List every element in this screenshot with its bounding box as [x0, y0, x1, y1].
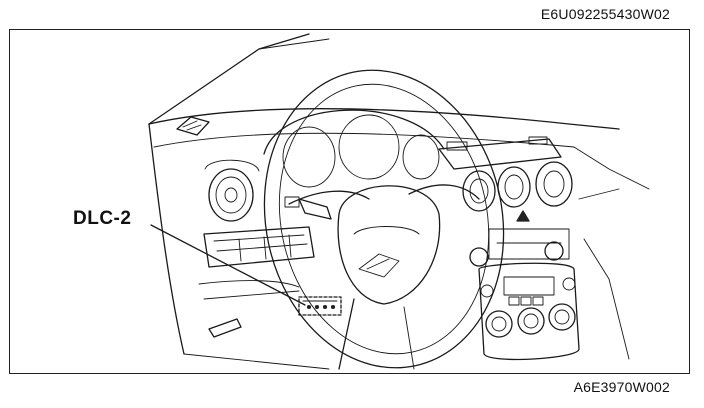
steering-hub: [337, 185, 441, 305]
right-dash-edge: [573, 146, 650, 190]
illustration-frame: [9, 29, 690, 374]
instrument-hood: [263, 109, 445, 155]
audio-knob-right: [544, 241, 564, 261]
center-vent-left: [462, 170, 496, 212]
hazard-switch: [516, 210, 530, 222]
dlc2-leader-line: [150, 224, 306, 306]
defrost-vent: [176, 116, 210, 136]
figure-code-bottom: A6E3970W002: [573, 379, 670, 395]
left-air-vent: [208, 168, 254, 222]
tachometer: [338, 114, 400, 180]
lower-dash-panel: [198, 280, 300, 288]
center-vent-middle: [497, 166, 531, 208]
climate-panel: [478, 262, 580, 361]
climate-display: [503, 276, 555, 296]
steering-column: [338, 298, 355, 370]
hood-release: [208, 318, 242, 338]
left-switch-panel: [203, 226, 315, 268]
steering-spoke-left: [288, 190, 370, 205]
combination-switch: [298, 198, 332, 220]
roof-line: [258, 38, 330, 50]
audio-knob-left: [469, 247, 489, 267]
left-panel-edge: [183, 353, 330, 370]
right-air-vent: [535, 161, 573, 207]
windshield-line: [148, 33, 310, 125]
dashboard-top-edge: [148, 108, 620, 130]
audio-unit: [488, 228, 570, 260]
climate-knob-middle: [517, 307, 545, 335]
left-door-edge: [148, 123, 185, 355]
fuel-gauge: [402, 134, 440, 180]
dlc2-callout-label: DLC-2: [73, 208, 132, 229]
center-console-top: [438, 138, 562, 170]
speedometer: [282, 126, 336, 188]
dashboard-illustration: [148, 33, 650, 370]
dashboard-lower-edge: [153, 132, 575, 148]
climate-knob-right: [548, 303, 576, 331]
climate-knob-left: [485, 310, 513, 338]
steering-lower-spoke: [358, 253, 400, 278]
figure-code-top: E6U092255430W02: [540, 6, 670, 22]
